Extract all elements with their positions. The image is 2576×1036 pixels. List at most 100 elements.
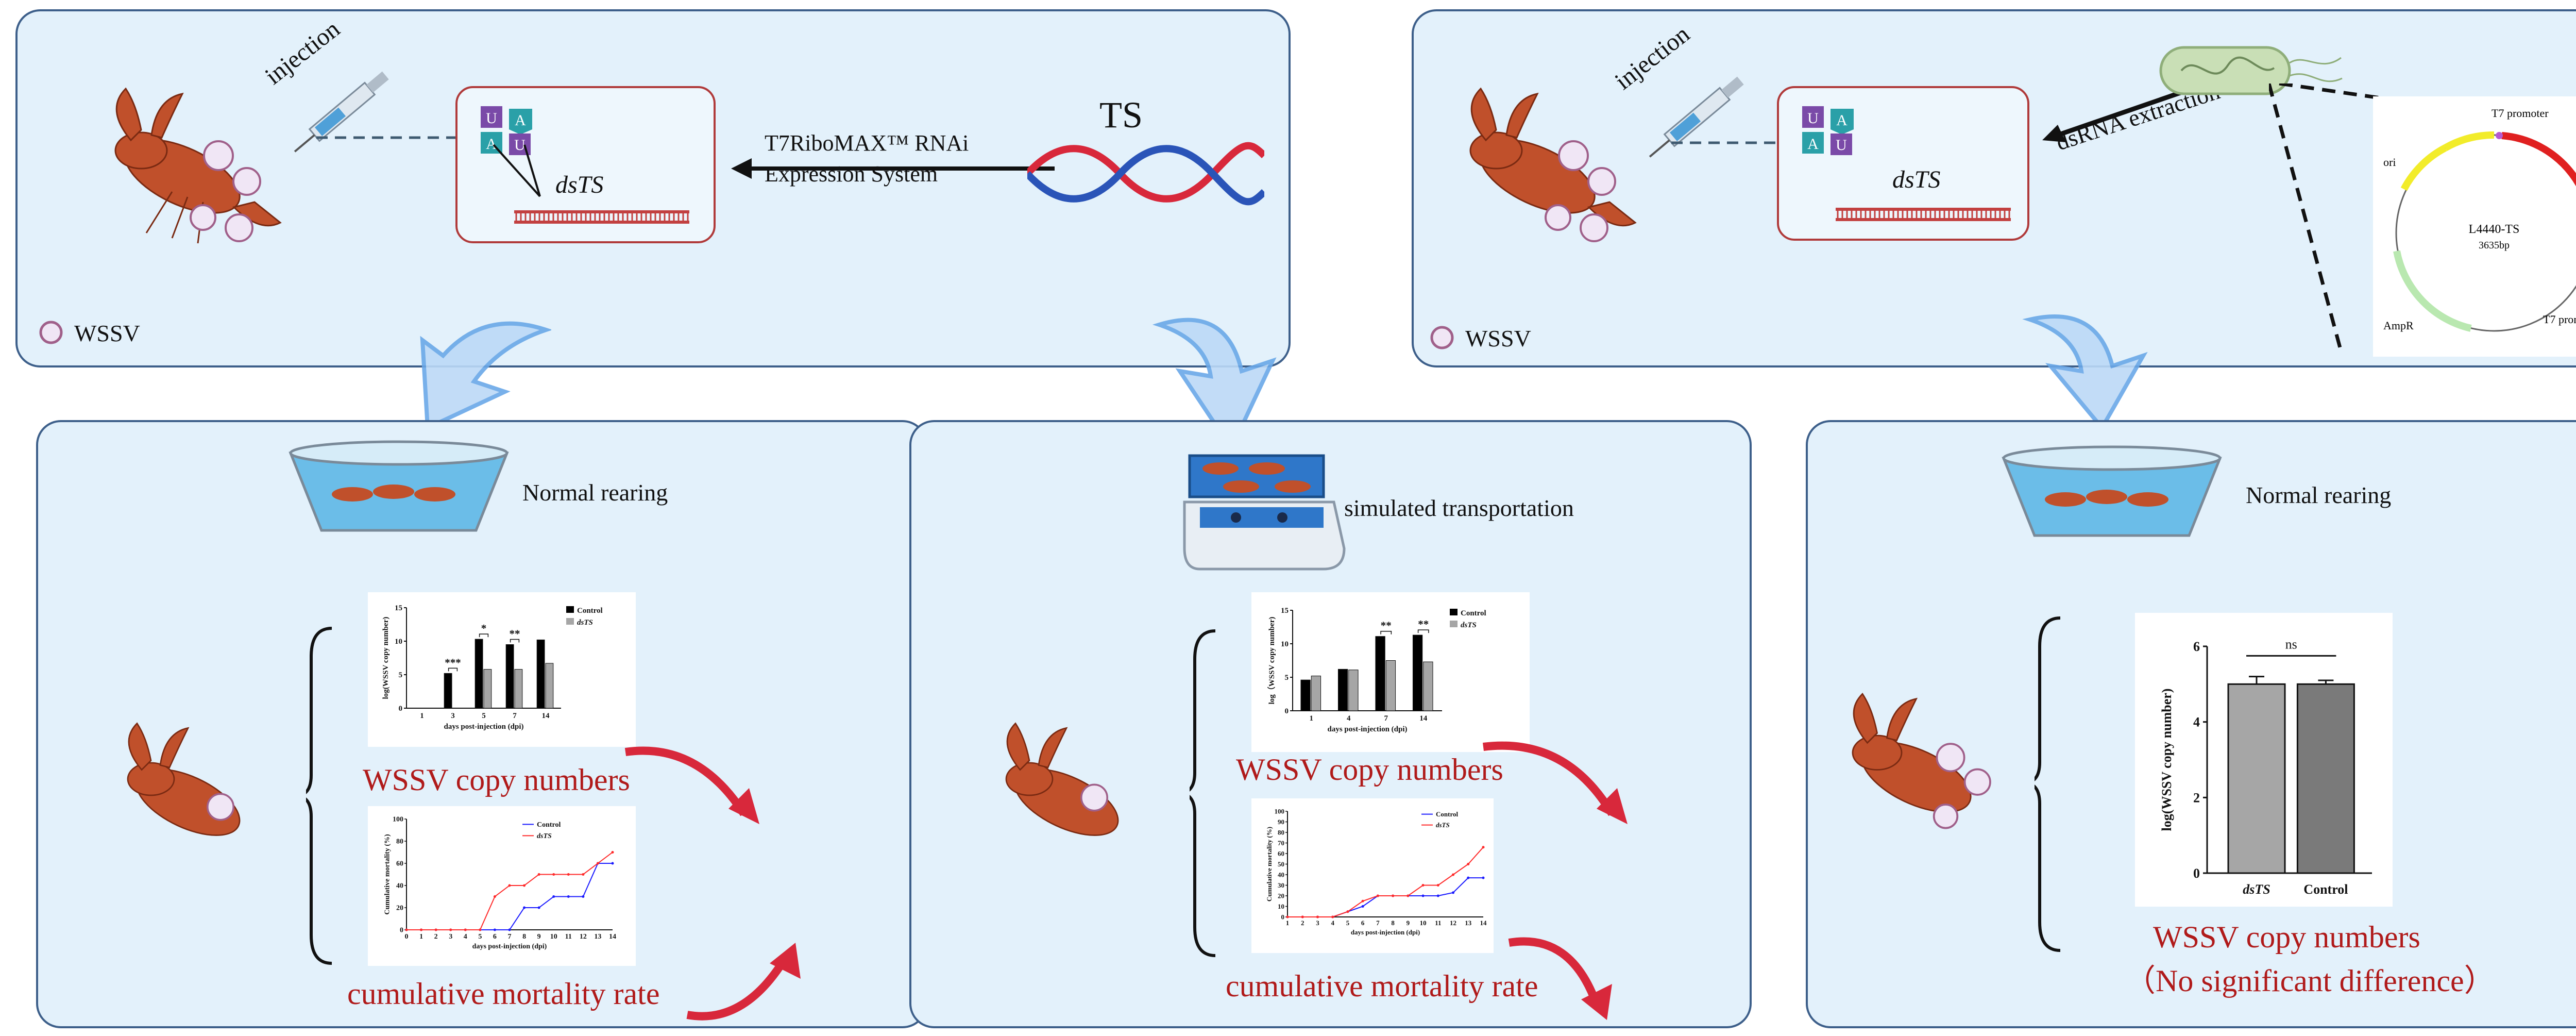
y-tick-label: 60 (1278, 849, 1284, 857)
bar (545, 663, 554, 709)
bar (2227, 683, 2286, 874)
sig-bracket (448, 667, 458, 672)
data-point (1361, 905, 1364, 908)
legend-label: Control (577, 607, 603, 615)
data-point (1301, 915, 1304, 918)
data-point (420, 928, 423, 931)
x-tick-label: 14 (609, 933, 616, 941)
data-point (434, 928, 437, 931)
x-tick-label: 2 (434, 933, 438, 941)
data-point (611, 862, 614, 865)
bar (1311, 675, 1321, 711)
data-point (1436, 884, 1439, 887)
legend-label: Control (537, 821, 561, 829)
legend-label: dsTS (1436, 821, 1450, 829)
top-right-panel: injection U A A U d (1412, 9, 2576, 367)
wssv-legend-label: WSSV (74, 320, 140, 346)
data-point (1316, 915, 1319, 918)
x-tick-label: 4 (464, 933, 467, 941)
rna-base-a2: A (515, 112, 526, 129)
y-tick-label: 80 (1278, 828, 1284, 836)
curved-arrow-1a (624, 746, 759, 824)
legend-label: dsTS (1461, 621, 1477, 629)
wssv-virus-icon-2 (1428, 324, 1456, 352)
x-tick-label: 1 (420, 712, 424, 720)
dsrna-box: U A A U dsTS (455, 86, 716, 243)
crayfish-infected-icon-2 (978, 711, 1164, 871)
data-point (611, 851, 614, 854)
x-tick-label: 4 (1347, 714, 1351, 723)
tank-icon (285, 432, 512, 536)
dsrna-strand-2 (1836, 208, 2011, 221)
bar (1385, 660, 1396, 711)
y-tick-label: 20 (1278, 892, 1284, 899)
top-left-panel: injection U A A U (15, 9, 1291, 367)
data-point (493, 895, 496, 898)
system-label-line1: T7RiboMAX™ RNAi (765, 130, 969, 156)
plasmid-map: L4440-TS 3635bp T7 promoter TS T7 promot… (2373, 96, 2576, 357)
curved-arrow-2a (1483, 741, 1628, 824)
x-tick-label: 1 (1310, 714, 1314, 723)
x-tick-label: 7 (508, 933, 512, 941)
legend-swatch (1450, 609, 1458, 615)
y-tick-label: 5 (399, 671, 403, 679)
rna-base-icons-2: U A A U (1800, 104, 1861, 160)
y-tick-label: 10 (1278, 903, 1284, 910)
y-tick-label: 100 (393, 816, 403, 824)
plasmid-label-t7-top: T7 promoter (2492, 107, 2549, 120)
x-tick-label: 8 (522, 933, 526, 941)
data-point (1376, 894, 1379, 897)
bar (1337, 669, 1348, 711)
legend-swatch (566, 618, 574, 625)
sig-label: ns (2285, 637, 2297, 651)
bar (505, 644, 514, 709)
bar (1375, 636, 1385, 711)
x-tick-label: dsTS (2243, 882, 2270, 897)
bar (444, 673, 452, 709)
crayfish-icon-2 (1439, 78, 1646, 248)
x-tick-label: 14 (1480, 919, 1487, 927)
sig-bracket (1380, 630, 1392, 634)
data-point (582, 895, 585, 898)
legend-label: Control (1461, 609, 1486, 617)
copy-label-2: WSSV copy numbers (1236, 753, 1503, 787)
legend-swatch (1450, 621, 1458, 627)
x-tick-label: 3 (449, 933, 452, 941)
injection-arrow (316, 130, 470, 145)
crayfish-infected-icon-3 (1823, 680, 2019, 850)
x-tick-label: 1 (1286, 919, 1290, 927)
brace-3 (2035, 616, 2061, 952)
curved-arrow-1b (686, 943, 801, 1021)
mortality-label-1: cumulative mortality rate (347, 977, 660, 1011)
bacterium-icon (2150, 37, 2346, 104)
x-tick-label: Control (2303, 882, 2348, 897)
legend-label: dsTS (577, 619, 593, 627)
curved-arrow-2b (1508, 937, 1612, 1020)
x-tick-label: 5 (482, 712, 486, 720)
x-tick-label: 0 (405, 933, 409, 941)
y-tick-label: 5 (1285, 674, 1289, 682)
x-tick-label: 12 (1450, 919, 1456, 927)
x-tick-label: 3 (1316, 919, 1319, 927)
y-axis-label: log（WSSV copy number) (1267, 617, 1276, 705)
y-tick-label: 0 (2193, 866, 2200, 881)
x-tick-label: 6 (493, 933, 497, 941)
x-tick-label: 8 (1391, 919, 1395, 927)
data-point (552, 873, 555, 876)
y-tick-label: 20 (396, 905, 403, 912)
bar (536, 639, 545, 709)
data-point (1331, 915, 1334, 918)
data-point (552, 895, 555, 898)
x-tick-label: 9 (1406, 919, 1410, 927)
data-point (537, 906, 540, 909)
x-tick-label: 4 (1331, 919, 1334, 927)
x-tick-label: 14 (1419, 714, 1428, 723)
x-axis-label: days post-injection (dpi) (444, 723, 523, 731)
x-tick-label: 7 (1384, 714, 1388, 723)
sig-label: ** (510, 628, 520, 640)
rna-base-a-2: A (1807, 136, 1819, 153)
